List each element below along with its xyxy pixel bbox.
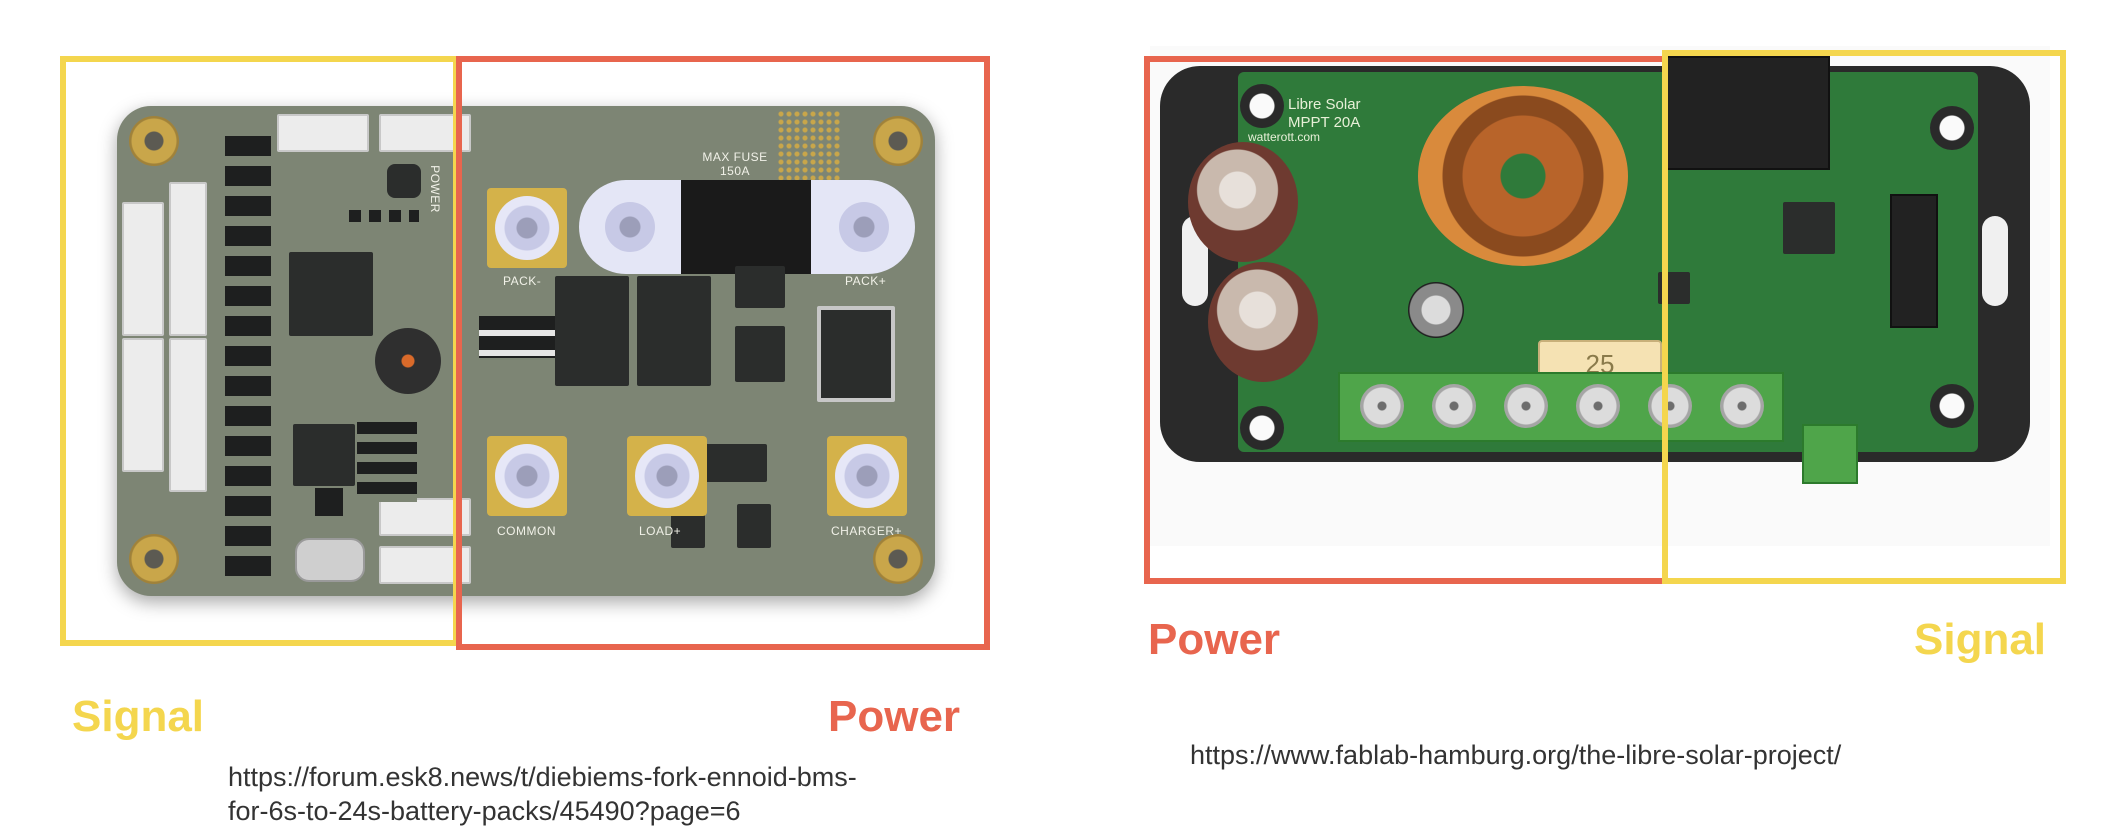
microcontroller-chip: [1783, 202, 1835, 254]
usb-c-port: [295, 538, 365, 582]
pack-minus-label: PACK-: [503, 274, 542, 288]
power-region-box: [456, 56, 990, 650]
mount-hole: [1240, 84, 1284, 128]
power-label: Power: [1148, 615, 1281, 664]
shunt-resistor: [479, 316, 565, 358]
microcontroller-chip: [289, 252, 373, 336]
bms-board-render: POWER MAX FUSE 150A PACK- PACK+ COMMON L…: [117, 106, 935, 596]
small-mosfet: [735, 266, 785, 308]
small-mosfet: [735, 326, 785, 382]
signal-terminal-block: [1802, 424, 1858, 484]
signal-connector: [169, 338, 207, 492]
regulator: [817, 306, 895, 402]
mount-hole: [1930, 384, 1974, 428]
mounting-hole: [873, 116, 923, 166]
cell-balancing-parts: [225, 136, 271, 576]
common-terminal: [487, 436, 567, 516]
inductor-small: [387, 164, 421, 198]
signal-region-box: [1662, 50, 2066, 584]
signal-discretes: [357, 422, 417, 502]
fuse-pad-grid: [777, 110, 841, 180]
signal-connector: [122, 202, 164, 336]
mppt-pcb: Libre Solar MPPT 20A watterott.com 25: [1188, 72, 1978, 484]
signal-discretes: [349, 210, 419, 222]
charger-plus-terminal: [827, 436, 907, 516]
small-capacitor: [1408, 282, 1464, 338]
signal-connector: [169, 182, 207, 336]
mounting-hole: [129, 534, 179, 584]
signal-connector: [277, 114, 369, 152]
vendor-silk: watterott.com: [1248, 130, 1321, 144]
load-plus-terminal: [627, 436, 707, 516]
mosfet: [555, 276, 629, 386]
mount-hole: [1930, 106, 1974, 150]
pack-plus-label: PACK+: [845, 274, 887, 288]
pin-header: [1890, 194, 1938, 328]
pack-minus-terminal: [487, 188, 567, 268]
power-region-box: [1144, 56, 1668, 584]
capacitor: [1188, 142, 1298, 262]
common-label: COMMON: [497, 524, 556, 538]
power-terminal-block: [1338, 372, 1784, 442]
max-fuse-silk: MAX FUSE 150A: [702, 150, 768, 178]
rj45-connector: [1662, 56, 1830, 170]
brand-silk: Libre Solar MPPT 20A: [1288, 96, 1361, 131]
diode-small: [737, 504, 771, 548]
mount-hole: [1240, 406, 1284, 450]
signal-label: Signal: [72, 692, 205, 741]
small-ic: [315, 488, 343, 516]
signal-label: Signal: [1914, 615, 2047, 664]
mosfet: [637, 276, 711, 386]
capacitor: [1208, 262, 1318, 382]
source-link[interactable]: https://www.fablab-hamburg.org/the-libre…: [1190, 740, 1842, 770]
signal-connector: [122, 338, 164, 472]
mounting-hole: [873, 534, 923, 584]
power-label: Power: [828, 692, 961, 741]
mount-slot: [1982, 216, 2008, 306]
charger-plus-label: CHARGER+: [831, 524, 903, 538]
mounting-hole: [129, 116, 179, 166]
load-plus-label: LOAD+: [639, 524, 682, 538]
buzzer: [375, 328, 441, 394]
source-link[interactable]: https://forum.esk8.news/t/diebiems-fork-…: [228, 762, 857, 826]
signal-region-box: [60, 56, 459, 646]
toroid-inductor: [1418, 86, 1628, 266]
busbar: [579, 180, 915, 274]
afe-chip: [293, 424, 355, 486]
